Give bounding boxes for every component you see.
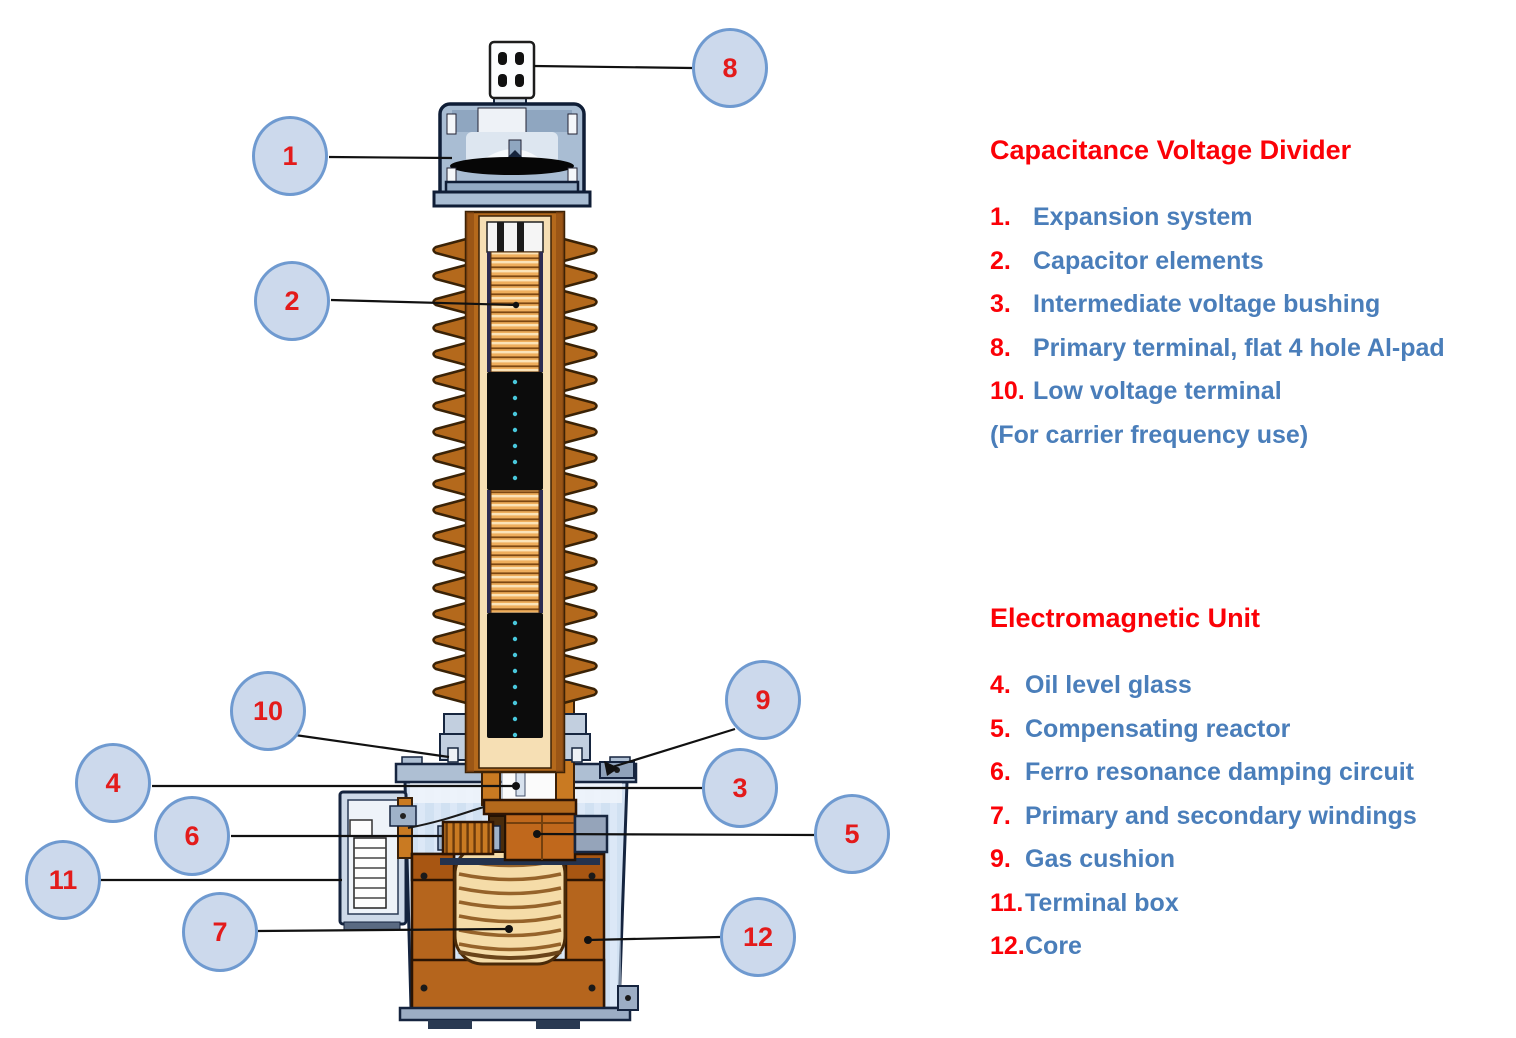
legend-item-ferro-resonance-damping-circuit: 6. Ferro resonance damping circuit — [990, 751, 1515, 795]
legend-item-text: Core — [1025, 932, 1082, 960]
callout-4: 4 — [75, 743, 151, 823]
legend-item-expansion-system: 1. Expansion system — [990, 196, 1515, 240]
legend-item-primary-terminal: 8. Primary terminal, flat 4 hole Al-pad — [990, 327, 1515, 371]
cvt-cross-section-drawing — [101, 40, 815, 1029]
callout-5-number: 5 — [844, 818, 860, 849]
legend-item-number: 8. — [990, 333, 1011, 362]
legend-item-number: 3. — [990, 290, 1011, 318]
legend-item-text: Expansion system — [1033, 203, 1253, 231]
legend-item-number: 6. — [990, 758, 1011, 786]
left-sheds — [432, 236, 472, 708]
legend-title-capacitance-voltage-divider: Capacitance Voltage Divider — [990, 135, 1352, 165]
legend-section-capacitance-voltage-divider: Capacitance Voltage Divider 1. Expansion … — [990, 131, 1515, 457]
legend-item-capacitor-elements: 2. Capacitor elements — [990, 240, 1515, 284]
legend-section-electromagnetic-unit: Electromagnetic Unit 4. Oil level glass 5… — [990, 599, 1515, 969]
callout-12-number: 12 — [742, 921, 774, 952]
legend-item-oil-level-glass: 4. Oil level glass — [990, 664, 1515, 708]
callout-9: 9 — [725, 660, 801, 740]
legend-title-electromagnetic-unit: Electromagnetic Unit — [990, 603, 1261, 633]
legend-item-number: 5. — [990, 714, 1011, 743]
legend-item-text: Gas cushion — [1025, 845, 1176, 873]
legend-item-number: 10. — [990, 377, 1025, 405]
capacitor-elements — [486, 221, 544, 738]
legend-item-low-voltage-terminal: 10. Low voltage terminal — [990, 370, 1515, 414]
legend-item-number: 7. — [990, 801, 1011, 830]
callout-7: 7 — [182, 892, 258, 972]
terminal-box — [338, 790, 417, 931]
callout-12: 12 — [720, 897, 796, 977]
callout-6: 6 — [154, 796, 230, 876]
leader-8 — [533, 64, 693, 70]
legend-item-core: 12.Core — [990, 925, 1515, 969]
leader-12 — [587, 935, 721, 942]
legend-item-text: Low voltage terminal — [1033, 377, 1282, 405]
expansion-diaphragm — [450, 157, 574, 175]
callout-3: 3 — [702, 748, 778, 828]
legend-item-number: 11. — [990, 888, 1024, 917]
callout-2-number: 2 — [284, 285, 300, 316]
expansion-system-head — [432, 95, 592, 208]
leader-1 — [328, 155, 453, 160]
legend-item-text: Primary terminal, flat 4 hole Al-pad — [1033, 333, 1445, 362]
connection-wire — [407, 806, 485, 829]
callout-1: 1 — [252, 116, 328, 196]
callout-1-number: 1 — [282, 140, 298, 171]
callout-3-number: 3 — [732, 772, 748, 803]
legend-item-number: 1. — [990, 203, 1011, 231]
leader-9 — [608, 727, 736, 770]
legend-item-number: 4. — [990, 671, 1011, 699]
leader-10 — [294, 733, 450, 759]
legend-item-intermediate-voltage-bushing: 3. Intermediate voltage bushing — [990, 283, 1515, 327]
legend-item-text: Ferro resonance damping circuit — [1025, 758, 1414, 786]
leader-5 — [536, 832, 815, 837]
legend-note-carrier-frequency: (For carrier frequency use) — [990, 420, 1309, 449]
callout-8-number: 8 — [722, 52, 738, 83]
legend-item-terminal-box: 11.Terminal box — [990, 882, 1515, 926]
callout-5: 5 — [814, 794, 890, 874]
callout-2: 2 — [254, 261, 330, 341]
callout-6-number: 6 — [184, 820, 200, 851]
legend-item-text: Intermediate voltage bushing — [1033, 290, 1381, 318]
legend-item-gas-cushion: 9. Gas cushion — [990, 838, 1515, 882]
gas-cushion-arrowhead — [604, 761, 619, 776]
primary-terminal — [488, 40, 536, 100]
legend-item-text: Terminal box — [1025, 888, 1179, 917]
legend-item-text: Oil level glass — [1025, 671, 1192, 699]
callout-10: 10 — [230, 671, 306, 751]
callout-11-number: 11 — [48, 864, 78, 895]
right-sheds — [558, 236, 598, 708]
legend-item-number: 9. — [990, 845, 1011, 873]
leader-2 — [330, 298, 517, 307]
primary-secondary-windings — [453, 844, 567, 966]
legend-item-compensating-reactor: 5. Compensating reactor — [990, 708, 1515, 752]
legend-item-text: Capacitor elements — [1033, 246, 1264, 275]
legend-item-number: 2. — [990, 246, 1011, 275]
tank-base — [398, 985, 639, 1029]
legend-item-primary-and-secondary-windings: 7. Primary and secondary windings — [990, 795, 1515, 839]
legend-item-text: Primary and secondary windings — [1025, 801, 1417, 830]
callout-11: 11 — [25, 840, 101, 920]
callout-9-number: 9 — [755, 684, 771, 715]
leader-7 — [257, 927, 510, 933]
legend-item-number: 12. — [990, 932, 1025, 960]
callout-8: 8 — [692, 28, 768, 108]
legend-item-text: Compensating reactor — [1025, 714, 1291, 743]
callout-7-number: 7 — [212, 916, 228, 947]
callout-4-number: 4 — [105, 767, 121, 798]
insulator-base-flange — [439, 713, 591, 763]
callout-10-number: 10 — [252, 695, 284, 726]
ferro-resonance-damping-circuit — [437, 820, 501, 856]
leader-lines — [101, 64, 815, 944]
